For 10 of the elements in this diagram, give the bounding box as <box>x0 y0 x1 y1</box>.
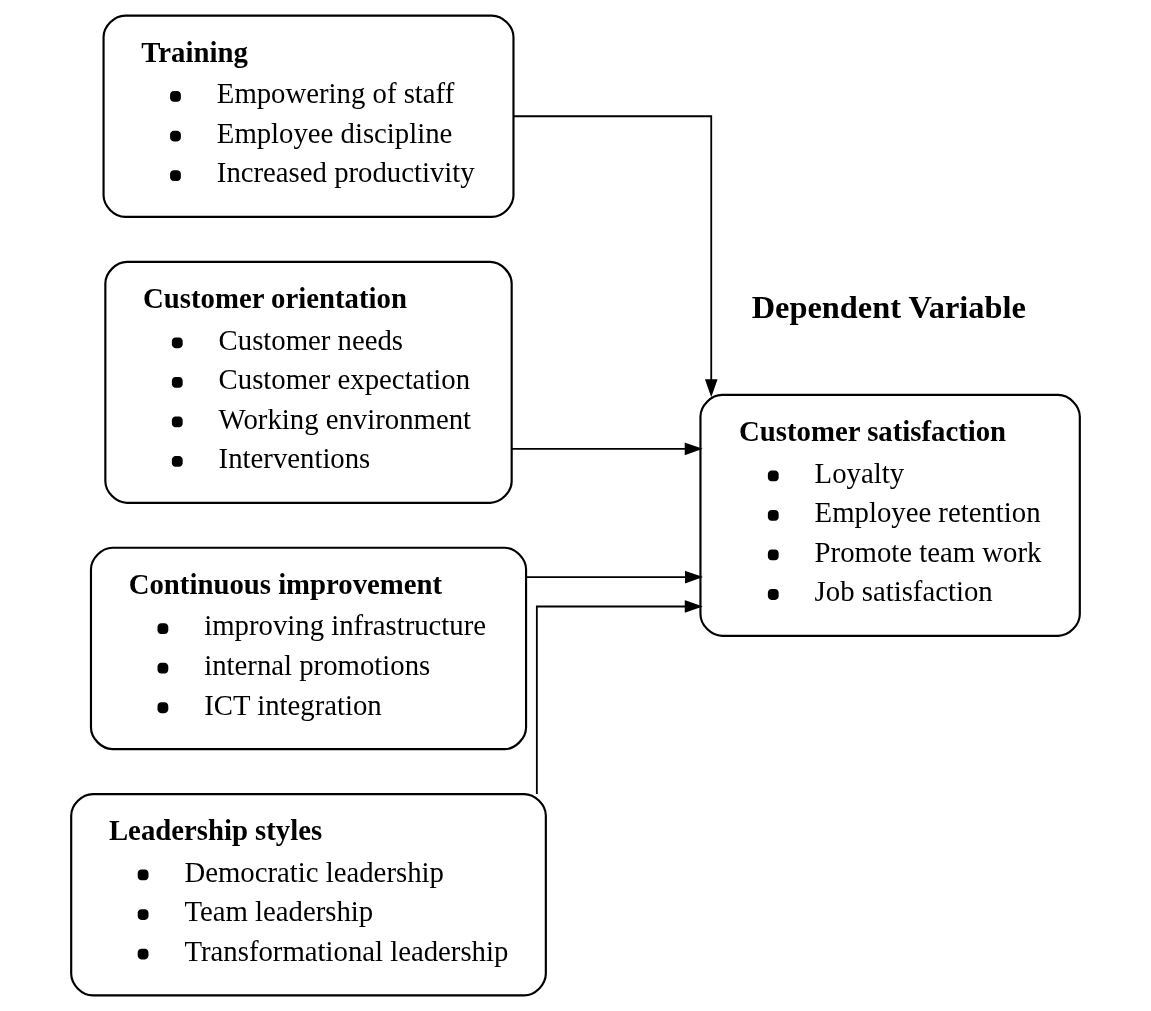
arrow <box>535 600 703 795</box>
label: Dependent Variable <box>751 289 1026 326</box>
node-box: Customer satisfaction Loyalty Employee retention Promote team work Job satisfaction <box>699 393 1081 637</box>
node-box: Customer orientation Customer needs Customer expectation Working environment Interventions <box>104 260 513 504</box>
arrow <box>511 442 703 456</box>
node-box: Training Empowering of staff Employee discipline Increased productivity <box>102 14 515 218</box>
arrow <box>513 115 718 398</box>
node-box: Leadership styles Democratic leadership Team leadership Transformational leadership <box>70 792 547 997</box>
arrow <box>525 570 703 584</box>
node-box: Continuous improvement improving infrastructure internal promotions ICT integration <box>89 546 528 751</box>
